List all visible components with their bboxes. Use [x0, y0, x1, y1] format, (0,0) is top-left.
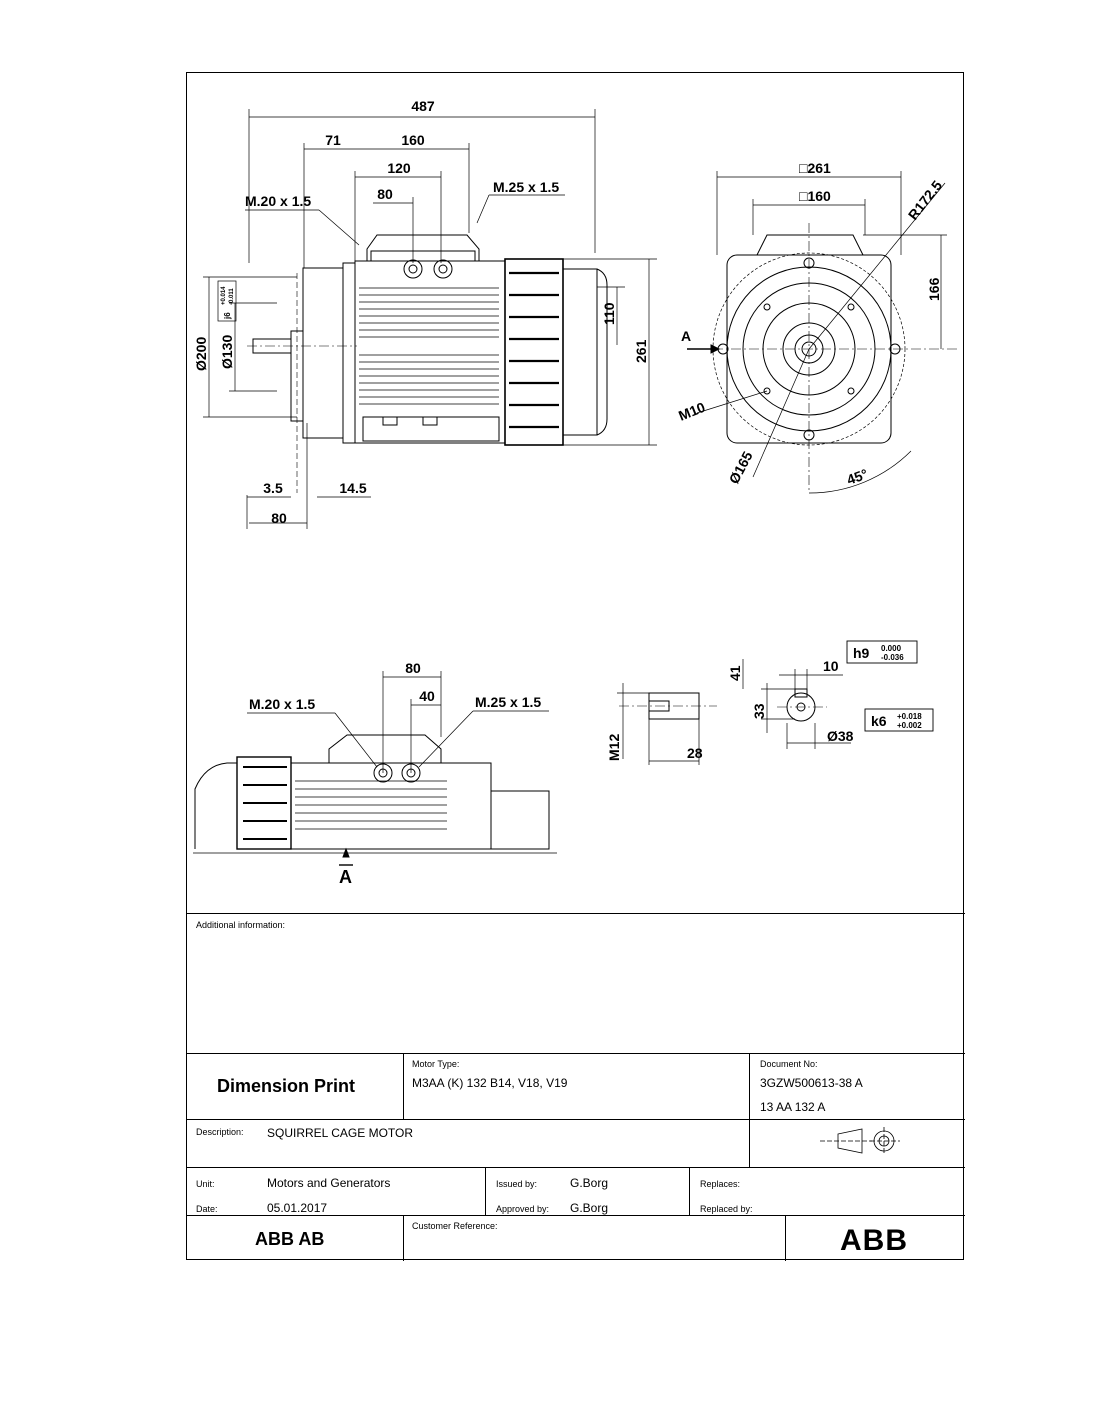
side-view: 487 71 160 120 80 M.20 x 1.5 M.25 x 1.5 … [193, 98, 657, 529]
tol-h9: h9 [853, 645, 870, 661]
top-view: 80 40 M.20 x 1.5 M.25 x 1.5 A [193, 660, 557, 887]
document-title: Dimension Print [217, 1076, 356, 1096]
issued-approved-cell: Issued by: G.Borg Approved by: G.Borg [485, 1168, 689, 1215]
dim-10: 10 [823, 658, 839, 674]
tol-k6-upper: +0.018 [897, 712, 922, 721]
dim-40: 40 [419, 688, 435, 704]
motor-type-cell: Motor Type: M3AA (K) 132 B14, V18, V19 [403, 1054, 749, 1119]
dim-14-5: 14.5 [339, 480, 366, 496]
unit-value: Motors and Generators [267, 1176, 391, 1190]
projection-symbol-icon [820, 1127, 900, 1155]
dim-71: 71 [325, 132, 341, 148]
dim-m10: M10 [676, 399, 707, 424]
company-name: ABB AB [255, 1229, 325, 1249]
view-a-arrow-label: A [681, 328, 691, 344]
dim-d38: Ø38 [827, 728, 854, 744]
motor-type-value: M3AA (K) 132 B14, V18, V19 [412, 1076, 568, 1090]
logo-cell: ABB [785, 1216, 965, 1261]
replaces-cell: Replaces: Replaced by: [689, 1168, 965, 1215]
dim-110: 110 [601, 302, 617, 325]
unit-date-cell: Unit: Motors and Generators Date: 05.01.… [187, 1168, 485, 1215]
document-no-cell: Document No: 3GZW500613-38 A 13 AA 132 A [749, 1054, 965, 1119]
dim-m20-topview: M.20 x 1.5 [249, 696, 315, 712]
dim-487: 487 [411, 98, 435, 114]
dim-r172-5: R172.5 [905, 177, 946, 223]
title-block-row-description: Description: SQUIRREL CAGE MOTOR [187, 1119, 965, 1167]
description-cell: Description: SQUIRREL CAGE MOTOR [187, 1120, 749, 1167]
tol-j6: j6 [223, 312, 232, 320]
projection-symbol-cell [749, 1120, 965, 1167]
dim-33: 33 [751, 703, 767, 719]
dim-166: 166 [926, 277, 942, 301]
additional-info-label: Additional information: [196, 920, 286, 930]
shaft-detail: M12 28 41 1 [606, 640, 934, 765]
document-sub-value: 13 AA 132 A [760, 1100, 826, 1114]
customer-ref-cell: Customer Reference: [403, 1216, 785, 1261]
dim-261-vert: 261 [633, 339, 649, 363]
document-no-value: 3GZW500613-38 A [760, 1076, 863, 1090]
dim-41: 41 [727, 665, 743, 681]
dim-80-bottom: 80 [271, 510, 287, 526]
drawing-sheet: 487 71 160 120 80 M.20 x 1.5 M.25 x 1.5 … [186, 72, 965, 1261]
motor-type-label: Motor Type: [412, 1059, 460, 1069]
dim-m20-top: M.20 x 1.5 [245, 193, 311, 209]
tol-k6: k6 [871, 713, 887, 729]
approved-by-value: G.Borg [570, 1201, 609, 1215]
dim-m25-top: M.25 x 1.5 [493, 179, 559, 195]
technical-drawing: 487 71 160 120 80 M.20 x 1.5 M.25 x 1.5 … [187, 73, 965, 913]
issued-by-label: Issued by: [496, 1179, 538, 1189]
document-no-label: Document No: [760, 1059, 818, 1069]
dim-m25-topview: M.25 x 1.5 [475, 694, 541, 710]
dim-160: 160 [401, 132, 425, 148]
dim-45deg: 45° [845, 466, 870, 488]
dim-28: 28 [687, 745, 703, 761]
tol-h9-upper: 0.000 [881, 644, 902, 653]
company-cell: ABB AB [187, 1216, 403, 1261]
title-cell: Dimension Print [187, 1054, 403, 1119]
title-block-row-company: ABB AB Customer Reference: ABB [187, 1215, 965, 1261]
description-label: Description: [196, 1127, 244, 1137]
tol-j6-lower: -0.011 [229, 288, 235, 305]
drawing-svg: 487 71 160 120 80 M.20 x 1.5 M.25 x 1.5 … [193, 98, 957, 887]
issued-by-value: G.Borg [570, 1176, 609, 1190]
unit-label: Unit: [196, 1179, 215, 1189]
dim-m12: M12 [606, 734, 622, 761]
dim-3-5: 3.5 [263, 480, 283, 496]
date-label: Date: [196, 1204, 218, 1214]
dim-sq261: □261 [799, 160, 831, 176]
additional-info-section: Additional information: [187, 913, 965, 1053]
replaces-label: Replaces: [700, 1179, 741, 1189]
dim-120: 120 [387, 160, 411, 176]
abb-logo: ABB [840, 1224, 908, 1257]
dim-sq160: □160 [799, 188, 831, 204]
dim-d165: Ø165 [726, 448, 756, 486]
date-value: 05.01.2017 [267, 1201, 328, 1215]
dim-d200: Ø200 [193, 337, 209, 371]
customer-ref-label: Customer Reference: [412, 1221, 498, 1231]
tol-k6-lower: +0.002 [897, 721, 922, 730]
tol-j6-upper: +0.014 [221, 286, 227, 305]
view-a-label: A [339, 867, 352, 887]
description-value: SQUIRREL CAGE MOTOR [267, 1126, 414, 1140]
dim-d130: Ø130 [219, 335, 235, 369]
replaced-by-label: Replaced by: [700, 1204, 753, 1214]
approved-by-label: Approved by: [496, 1204, 550, 1214]
tol-h9-lower: -0.036 [881, 653, 904, 662]
end-view: A [676, 160, 957, 494]
title-block-row-main: Dimension Print Motor Type: M3AA (K) 132… [187, 1053, 965, 1119]
title-block-row-unit: Unit: Motors and Generators Date: 05.01.… [187, 1167, 965, 1215]
dim-80-top: 80 [377, 186, 393, 202]
dim-80-topview: 80 [405, 660, 421, 676]
